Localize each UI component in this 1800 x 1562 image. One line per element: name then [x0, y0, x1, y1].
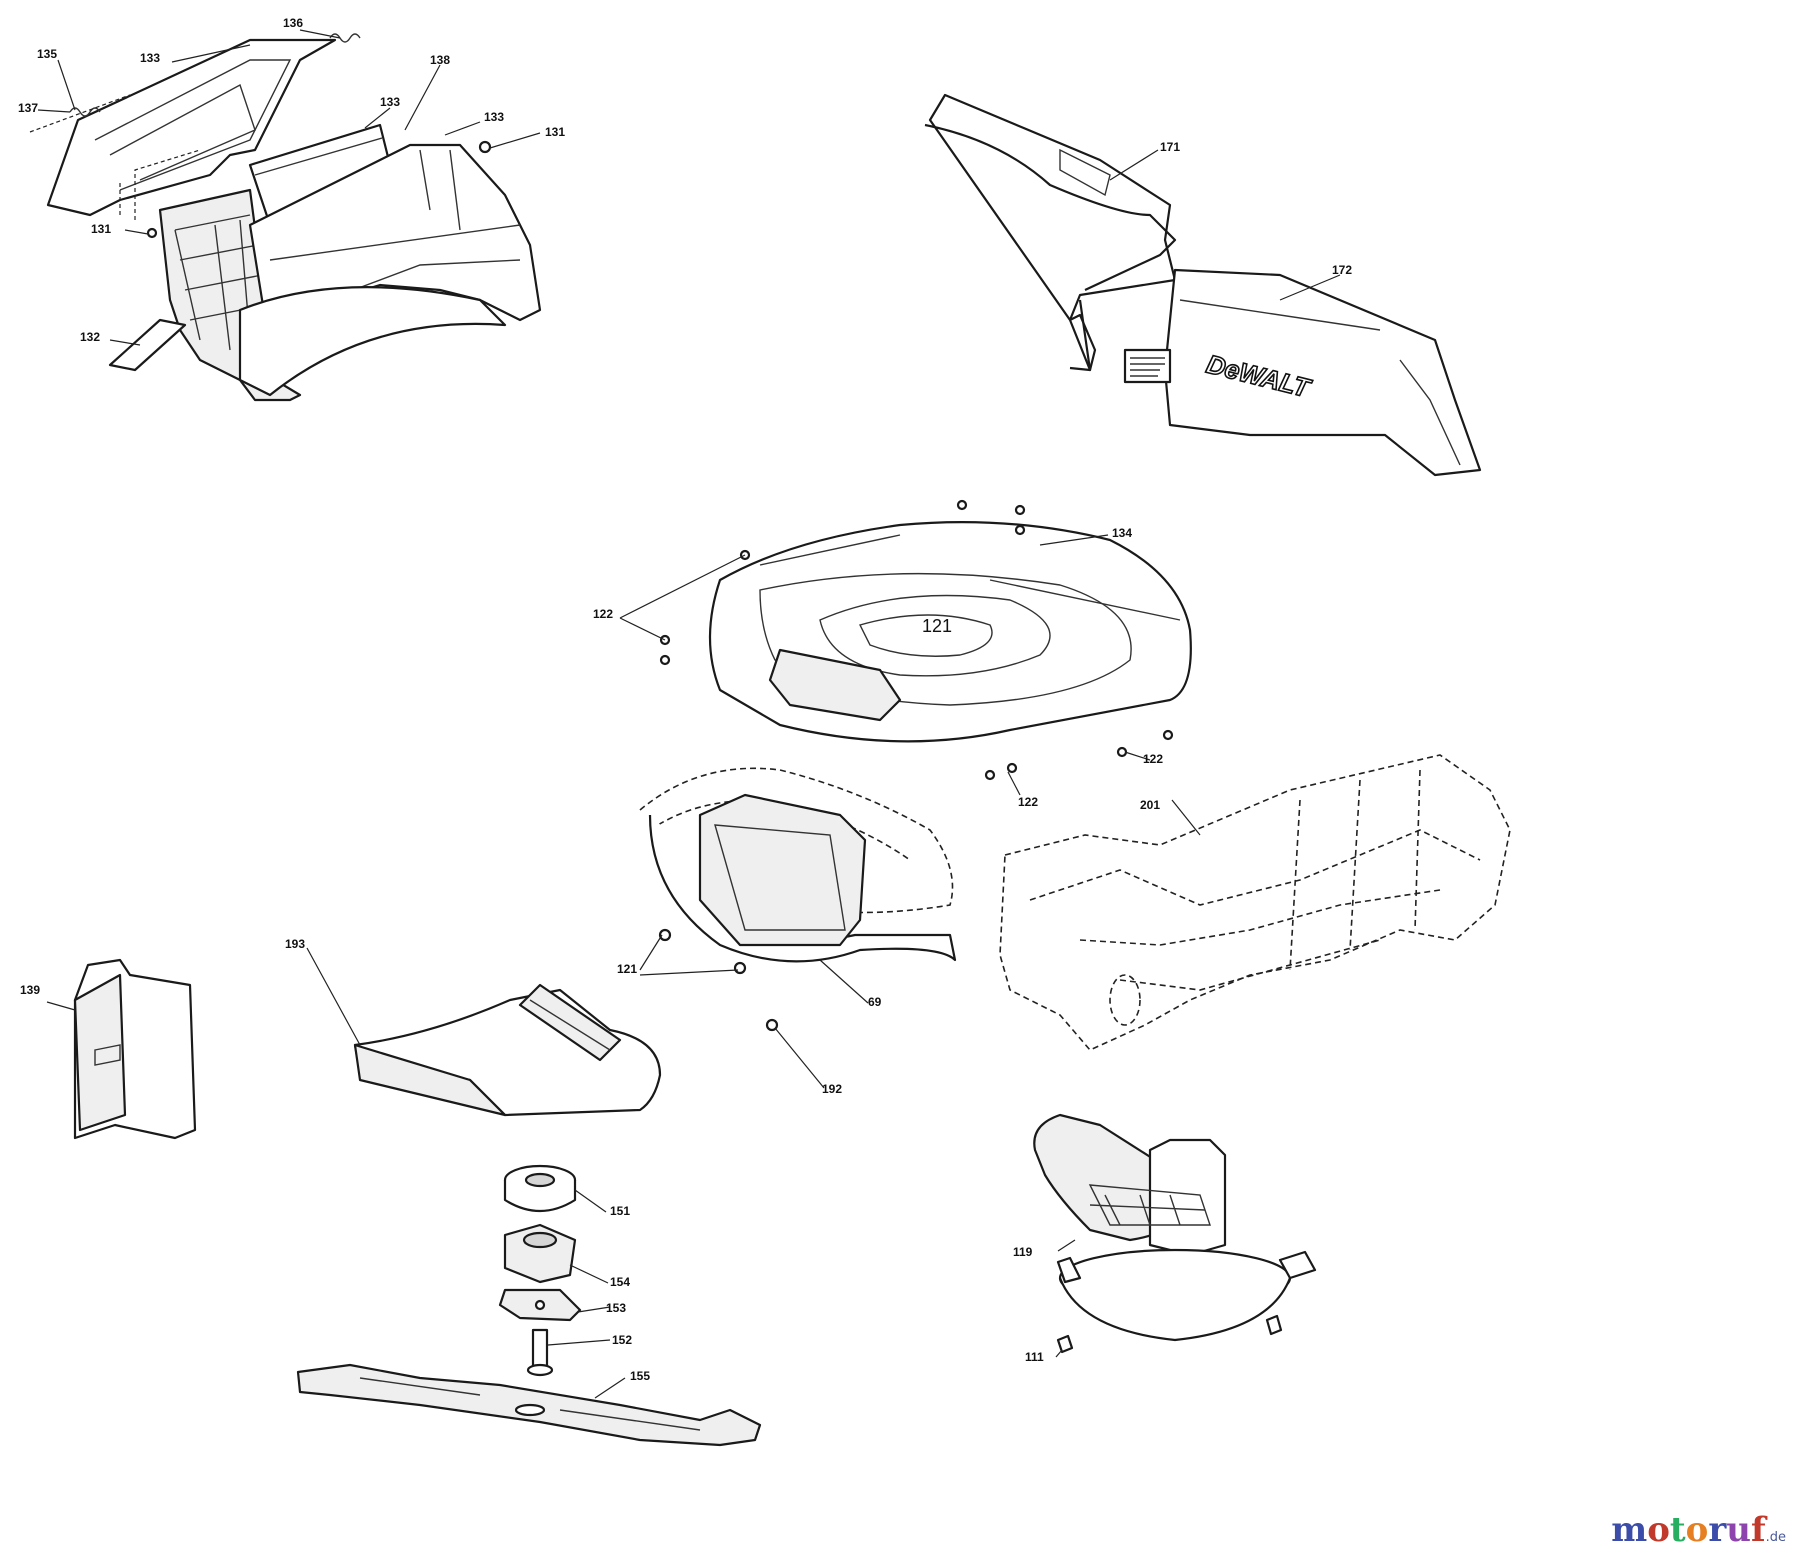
callout-138: 138 — [430, 53, 450, 67]
side-discharge-chute — [73, 958, 197, 1140]
callout-133: 133 — [380, 95, 400, 109]
watermark-letter: f — [1750, 1510, 1766, 1550]
blade-adapter — [503, 1223, 577, 1284]
callout-134: 134 — [1112, 526, 1132, 540]
callout-133: 133 — [140, 51, 160, 65]
blade-bolt — [526, 1328, 554, 1377]
mower-deck — [659, 499, 1192, 781]
motor-housing — [1033, 1113, 1317, 1354]
callout-131: 131 — [545, 125, 565, 139]
callout-122: 122 — [593, 607, 613, 621]
callout-69: 69 — [868, 995, 882, 1009]
callout-135: 135 — [37, 47, 57, 61]
callout-136: 136 — [283, 16, 303, 30]
callout-122: 122 — [1143, 752, 1163, 766]
callout-137: 137 — [18, 101, 38, 115]
warning-sticker — [1123, 348, 1172, 384]
watermark-letter: t — [1669, 1510, 1686, 1550]
watermark-letter: u — [1726, 1510, 1751, 1550]
watermark-suffix: .de — [1765, 1530, 1786, 1545]
pulley — [503, 1164, 577, 1212]
blade-adapter-stack — [296, 1164, 762, 1447]
spring-135 — [69, 107, 101, 117]
callout-192: 192 — [822, 1082, 842, 1096]
callout-201: 201 — [1140, 798, 1160, 812]
callout-155: 155 — [630, 1369, 650, 1383]
leader-lines — [37, 29, 1341, 1399]
rear-flap-assembly — [639, 767, 957, 1032]
blade — [296, 1363, 762, 1447]
stiffener-plate — [498, 1288, 582, 1322]
callout-labels: 135 136 133 137 138 133 133 131 131 132 … — [18, 16, 1352, 1383]
callout-171: 171 — [1160, 140, 1180, 154]
callout-154: 154 — [610, 1275, 630, 1289]
callout-122: 122 — [1018, 795, 1038, 809]
mulch-plug — [999, 754, 1511, 1051]
motoruf-watermark: motoruf.de — [1611, 1510, 1786, 1550]
callout-121: 121 — [617, 962, 637, 976]
spring-136 — [329, 33, 361, 43]
callout-132: 132 — [80, 330, 100, 344]
callout-151: 151 — [610, 1204, 630, 1218]
callout-131: 131 — [91, 222, 111, 236]
callout-121-deck: 121 — [922, 616, 952, 636]
callout-153: 153 — [606, 1301, 626, 1315]
callout-139: 139 — [20, 983, 40, 997]
callout-152: 152 — [612, 1333, 632, 1347]
grass-catcher-assembly: DeWALT — [924, 93, 1482, 477]
rear-housing-assembly — [29, 33, 542, 402]
watermark-letter: o — [1647, 1510, 1670, 1550]
watermark-letter: o — [1685, 1510, 1709, 1550]
callout-111: 111 — [1025, 1350, 1044, 1364]
watermark-letter: r — [1708, 1510, 1727, 1550]
callout-193: 193 — [285, 937, 305, 951]
watermark-letter: m — [1611, 1510, 1648, 1550]
callout-133: 133 — [484, 110, 504, 124]
deflector — [353, 983, 662, 1117]
callout-172: 172 — [1332, 263, 1352, 277]
callout-119: 119 — [1013, 1245, 1033, 1259]
